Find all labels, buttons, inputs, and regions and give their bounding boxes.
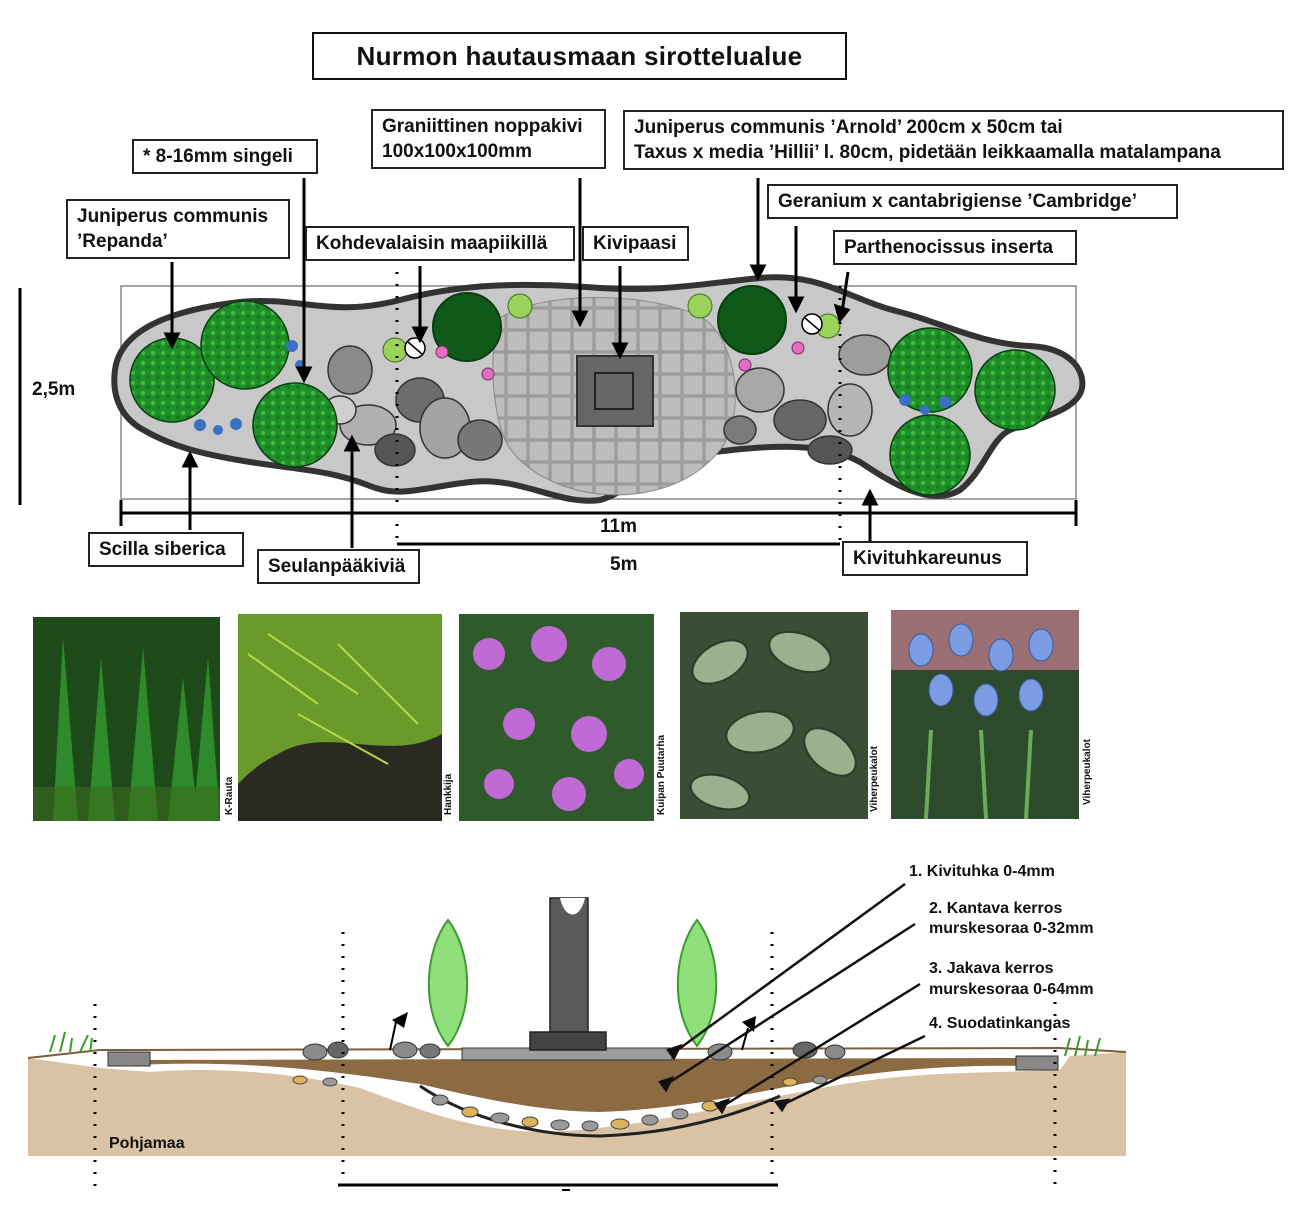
plan-view [18, 178, 1086, 548]
screen-stones-left [323, 345, 503, 467]
layer-2: 2. Kantava kerros [929, 900, 1063, 917]
credit-hankkija: Hankkija [443, 773, 454, 815]
juniper-arnold-plants [432, 285, 787, 362]
label-screen-stones: Seulanpääkiviä [257, 549, 420, 584]
spotlight-icons [404, 313, 823, 359]
photo-juniper-repanda [238, 614, 442, 821]
parthenocissus-plants [382, 293, 841, 363]
layer-3: 3. Jakava kerros [929, 960, 1054, 977]
photo-geranium [459, 614, 654, 821]
geranium-plants [435, 341, 805, 381]
layer-3-detail: murskesoraa 0-64mm [929, 981, 1094, 998]
label-juniper-repanda: Juniperus communis ’Repanda’ [66, 199, 290, 259]
layer-2-detail: murskesoraa 0-32mm [929, 920, 1094, 937]
dimension-length: 11m [600, 516, 637, 537]
label-geranium: Geranium x cantabrigiense ’Cambridge’ [767, 184, 1178, 219]
diagram-title: Nurmon hautausmaan sirottelualue [312, 32, 847, 80]
label-juniper-arnold: Juniperus communis ’Arnold’ 200cm x 50cm… [623, 110, 1284, 170]
section-view [27, 882, 1127, 1194]
photo-juniper-arnold [33, 617, 220, 821]
label-gravel: * 8-16mm singeli [132, 139, 318, 174]
pointer-arrows [163, 178, 879, 548]
label-parthenocissus: Parthenocissus inserta [833, 230, 1077, 265]
stone-slab [576, 355, 654, 427]
layer-leaders [657, 882, 926, 1115]
label-stone-slab: Kivipaasi [582, 226, 689, 261]
label-stone-dust-edge: Kivituhkareunus [842, 541, 1028, 576]
label-scilla: Scilla siberica [88, 532, 244, 567]
scilla-plants [194, 340, 951, 435]
credit-viherpeukalot-1: Viherpeukalot [869, 746, 880, 812]
dimension-lines [18, 288, 1078, 546]
credit-kuipan-puutarha: Kuipan Puutarha [656, 734, 667, 815]
dimension-inner: 5m [610, 554, 638, 575]
photo-parthenocissus [680, 612, 868, 819]
layer-4: 4. Suodatinkangas [929, 1015, 1071, 1032]
layer-1: 1. Kivituhka 0-4mm [909, 863, 1055, 880]
ground-label: Pohjamaa [109, 1135, 185, 1152]
photo-scilla [891, 610, 1079, 819]
label-spotlight: Kohdevalaisin maapiikillä [305, 226, 575, 261]
credit-viherpeukalot-2: Viherpeukalot [1082, 739, 1093, 805]
gravel-layer [292, 1075, 828, 1132]
stone-slab-section [549, 897, 589, 1033]
juniper-section-trees [427, 918, 718, 1048]
screen-stones-right [723, 334, 892, 465]
juniper-repanda-plants [129, 300, 1056, 496]
inner-zone-markers [395, 272, 842, 548]
credit-k-rauta: K-Rauta [224, 776, 235, 815]
dimension-height: 2,5m [32, 379, 76, 400]
label-granite-cobble: Graniittinen noppakivi 100x100x100mm [371, 109, 606, 169]
